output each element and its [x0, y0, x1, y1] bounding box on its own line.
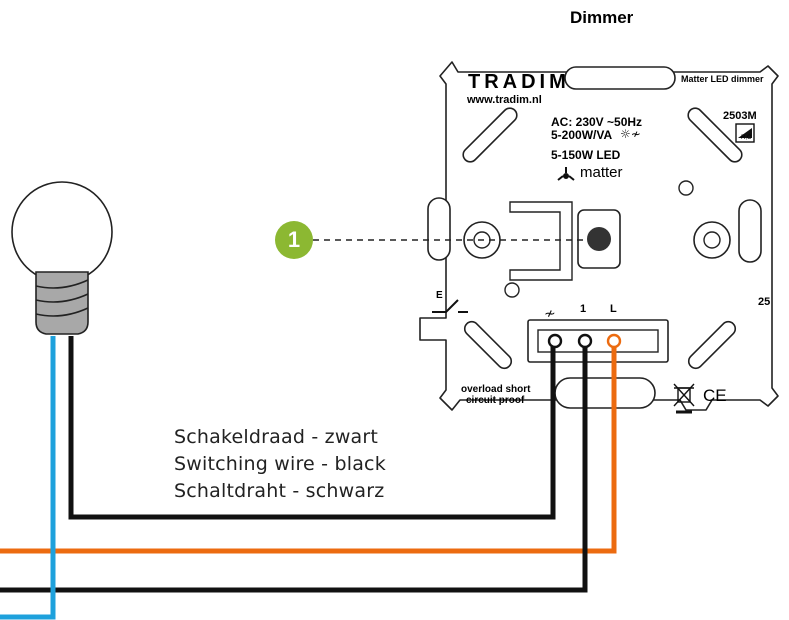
- dimmer-knob[interactable]: [587, 227, 611, 251]
- terminal-screw: [606, 333, 622, 349]
- matter-logo-icon: [557, 167, 575, 181]
- side-slot: [738, 199, 762, 263]
- terminal-screw: [547, 333, 563, 349]
- rc-icon: [735, 123, 755, 143]
- spec-led: 5-150W LED: [551, 148, 621, 162]
- terminal-L-label: L: [610, 303, 617, 315]
- diagonal-slot: [463, 320, 513, 370]
- bulb-thread: [35, 279, 89, 317]
- bracket: [509, 201, 573, 281]
- rc-label: R,C: [741, 135, 752, 141]
- side-slot: [427, 197, 451, 261]
- top-slot: [564, 66, 676, 90]
- ce-mark: CE: [703, 386, 727, 405]
- brand-logo: TRADIM: [468, 71, 570, 93]
- weee-icon: [673, 383, 695, 414]
- overload-text-1: overload short: [461, 384, 531, 395]
- brand-url: www.tradim.nl: [467, 94, 542, 106]
- diagonal-slot: [687, 320, 737, 370]
- terminal-strip: [537, 329, 659, 353]
- screw-hole: [703, 231, 721, 249]
- diagonal-slot: [462, 107, 518, 163]
- model-number: 2503M: [723, 110, 757, 122]
- spec-power: 5-200W/VA: [551, 128, 613, 142]
- small-hole: [504, 282, 520, 298]
- bottom-slot: [554, 377, 656, 409]
- dimmer-terminal-symbol: ≁: [544, 306, 556, 322]
- diagonal-slot: [687, 107, 743, 163]
- switch-label: E: [436, 290, 443, 301]
- model-label: Matter LED dimmer: [681, 74, 764, 84]
- wire-label-nl: Schakeldraad - zwart: [174, 426, 379, 448]
- callout-badge: 1: [275, 221, 313, 259]
- wire-label-de: Schaltdraht - schwarz: [174, 480, 385, 502]
- bulb-glass: [11, 181, 113, 283]
- wire-blue: [0, 336, 56, 620]
- small-hole: [678, 180, 694, 196]
- diagram-title: Dimmer: [570, 8, 634, 27]
- wire-label-en: Switching wire - black: [174, 453, 386, 475]
- wires: [0, 336, 617, 620]
- switch-symbol: [432, 299, 468, 313]
- matter-label: matter: [580, 164, 623, 181]
- overload-text-2: circuit proof: [466, 395, 525, 406]
- terminal-1-label: 1: [580, 303, 587, 315]
- switching-wire-black: [68, 336, 556, 520]
- terminal-screw: [577, 333, 593, 349]
- wire-black-1: [0, 342, 588, 593]
- spec-led-symbols: ☼≁: [620, 127, 641, 141]
- spec-voltage: AC: 230V ~50Hz: [551, 115, 643, 129]
- number-25: 25: [758, 296, 771, 308]
- wire-orange: [0, 342, 617, 554]
- bulb-base: [35, 271, 89, 335]
